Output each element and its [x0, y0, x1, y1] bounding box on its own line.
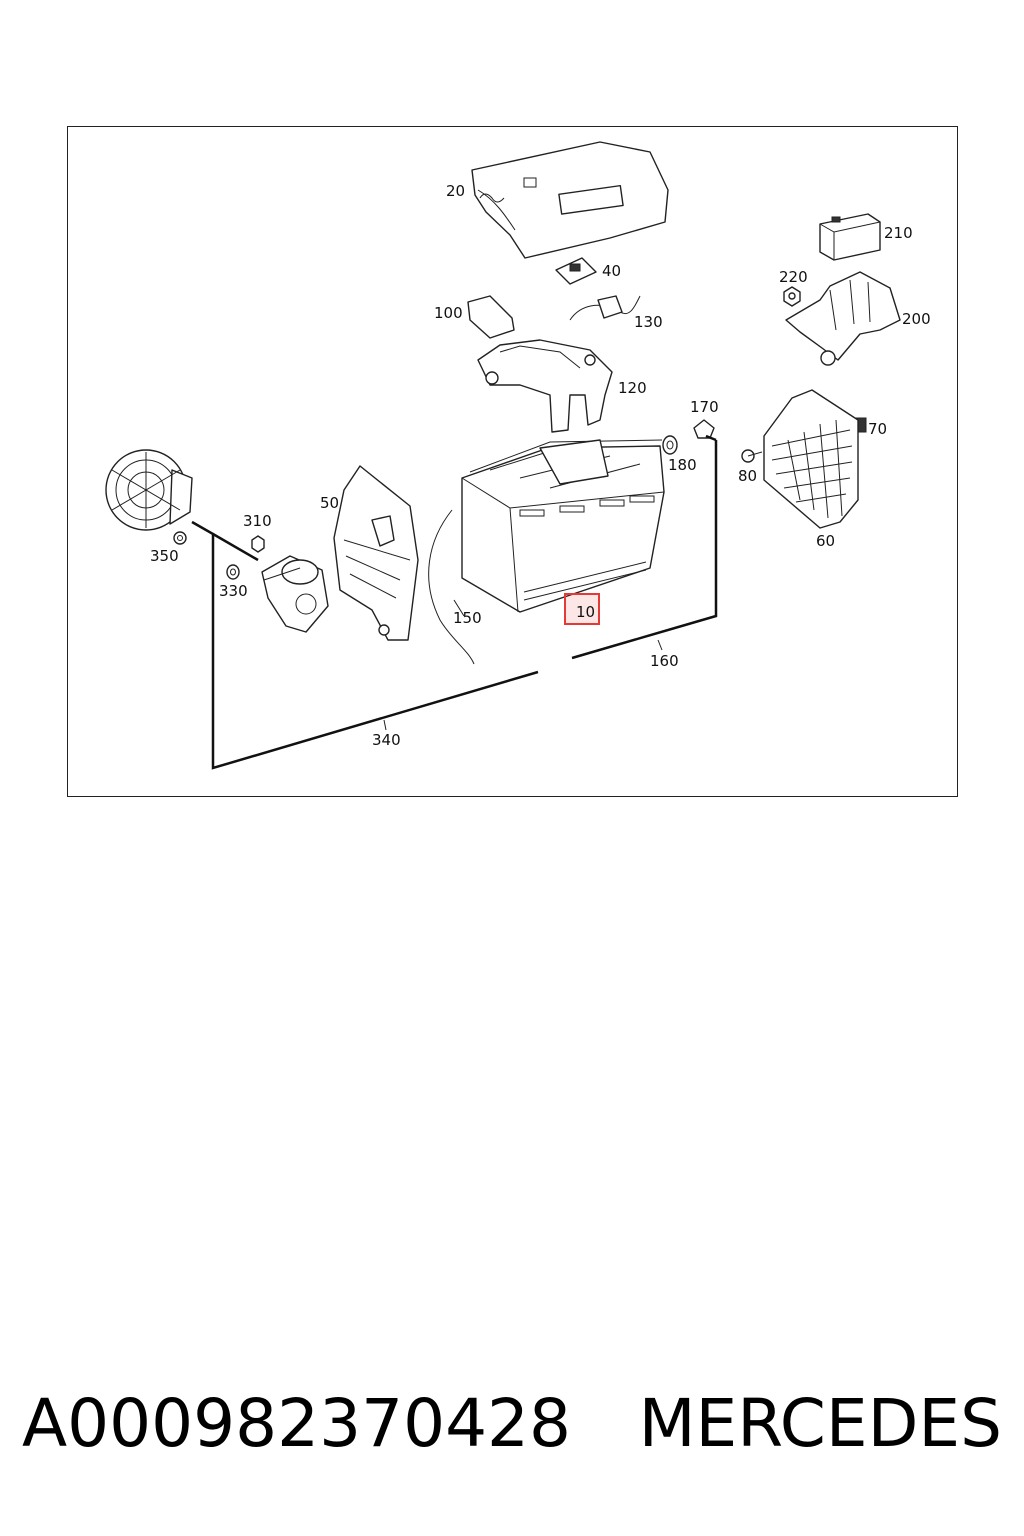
part-120-terminal-bracket[interactable] — [477, 339, 613, 433]
callout-60[interactable]: 60 — [816, 532, 835, 550]
callout-120[interactable]: 120 — [618, 379, 647, 397]
part-100-cover-plate[interactable] — [467, 295, 515, 339]
part-10-battery[interactable] — [461, 439, 665, 613]
callout-220[interactable]: 220 — [779, 268, 808, 286]
bracket-160 — [571, 440, 718, 660]
bracket-160-top — [705, 434, 717, 442]
part-220-nut[interactable] — [783, 286, 801, 307]
product-caption: A000982370428 MERCEDES — [0, 1378, 1024, 1468]
part-170-clip[interactable] — [693, 419, 715, 439]
part-330-washer[interactable] — [226, 564, 240, 580]
callout-20[interactable]: 20 — [446, 182, 465, 200]
callout-180[interactable]: 180 — [668, 456, 697, 474]
part-alternator[interactable] — [105, 449, 193, 531]
callout-200[interactable]: 200 — [902, 310, 931, 328]
part-210-relay-box[interactable] — [819, 213, 881, 261]
part-130-cable[interactable] — [569, 295, 641, 321]
callout-130[interactable]: 130 — [634, 313, 663, 331]
callout-10[interactable]: 10 — [576, 603, 595, 621]
part-150-cable[interactable] — [428, 509, 475, 665]
part-60-heat-shield[interactable] — [763, 389, 859, 529]
part-50-tray[interactable] — [333, 465, 419, 641]
bracket-340-leader — [212, 532, 259, 562]
brand-name: MERCEDES — [638, 1384, 1002, 1462]
callout-40[interactable]: 40 — [602, 262, 621, 280]
part-80-bolt[interactable] — [741, 449, 763, 463]
part-310-nut[interactable] — [251, 535, 265, 553]
highlight-10-fill — [565, 594, 599, 624]
part-180-plug[interactable] — [662, 435, 678, 455]
bracket-340 — [191, 520, 539, 770]
callout-100[interactable]: 100 — [434, 304, 463, 322]
callout-80[interactable]: 80 — [738, 467, 757, 485]
callout-50[interactable]: 50 — [320, 494, 339, 512]
part-starter[interactable] — [261, 555, 329, 633]
callout-310[interactable]: 310 — [243, 512, 272, 530]
callout-210[interactable]: 210 — [884, 224, 913, 242]
callout-70[interactable]: 70 — [868, 420, 887, 438]
part-number: A000982370428 — [22, 1384, 572, 1462]
part-20-battery-cover[interactable] — [471, 141, 669, 259]
callout-170[interactable]: 170 — [690, 398, 719, 416]
callout-350[interactable]: 350 — [150, 547, 179, 565]
callout-340[interactable]: 340 — [372, 731, 401, 749]
part-350-nut[interactable] — [173, 531, 187, 545]
part-40-clip[interactable] — [555, 257, 597, 285]
callout-150[interactable]: 150 — [453, 609, 482, 627]
highlight-10-box — [564, 593, 600, 625]
callout-330[interactable]: 330 — [219, 582, 248, 600]
callout-160[interactable]: 160 — [650, 652, 679, 670]
part-200-bracket[interactable] — [785, 271, 901, 366]
